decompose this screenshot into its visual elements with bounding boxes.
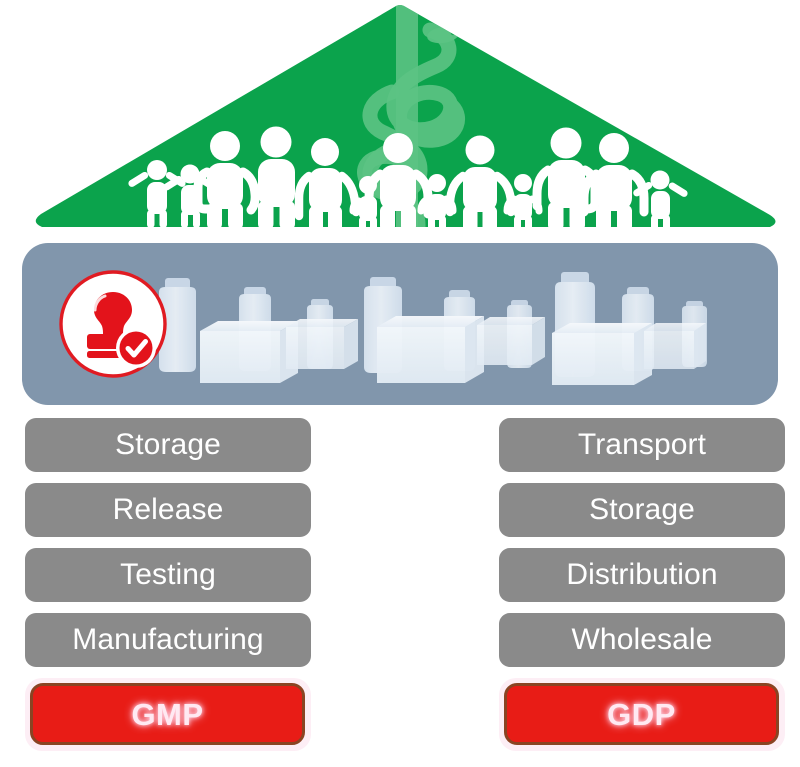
roof-graphic: [35, 5, 776, 227]
gmp-column: Storage Release Testing Manufacturing GM…: [25, 418, 311, 751]
gmp-foundation-glow: GMP: [25, 678, 311, 751]
gdp-foundation-label: GDP: [607, 696, 676, 732]
step-label: Distribution: [566, 558, 718, 591]
step-label: Storage: [115, 428, 221, 461]
person-adult-3: [294, 138, 361, 227]
quality-approval-stamp-icon: [59, 270, 167, 378]
step-label: Wholesale: [571, 623, 713, 656]
gmp-step-release[interactable]: Release: [25, 483, 311, 537]
carton: [200, 321, 298, 383]
gdp-foundation-box[interactable]: GDP: [504, 683, 779, 745]
medicinal-products-shelf: [22, 243, 778, 405]
gdp-foundation-glow: GDP: [499, 678, 785, 751]
step-label: Testing: [120, 558, 216, 591]
carton: [644, 323, 706, 369]
step-label: Manufacturing: [72, 623, 264, 656]
gmp-step-testing[interactable]: Testing: [25, 548, 311, 602]
person-adult-4: [364, 133, 433, 227]
bottle: [159, 278, 196, 372]
people-group: [128, 126, 688, 227]
step-label: Storage: [589, 493, 695, 526]
person-adult-2: [258, 126, 295, 227]
carton: [477, 317, 545, 365]
carton-row: [200, 316, 706, 385]
step-label: Transport: [577, 428, 707, 461]
gdp-step-transport[interactable]: Transport: [499, 418, 785, 472]
carton: [286, 319, 358, 369]
gdp-column: Transport Storage Distribution Wholesale…: [499, 418, 785, 751]
person-adult-1: [193, 131, 260, 227]
carton: [377, 316, 484, 383]
gdp-step-distribution[interactable]: Distribution: [499, 548, 785, 602]
gmp-step-storage[interactable]: Storage: [25, 418, 311, 472]
gdp-step-storage[interactable]: Storage: [499, 483, 785, 537]
gmp-foundation-box[interactable]: GMP: [30, 683, 305, 745]
carton: [552, 323, 652, 385]
person-adult-7: [579, 133, 649, 227]
pharmaceutical-goods-graphic: [159, 272, 707, 385]
step-label: Release: [112, 493, 224, 526]
check-badge-icon: [116, 328, 156, 368]
gmp-step-manufacturing[interactable]: Manufacturing: [25, 613, 311, 667]
person-child-1: [128, 160, 186, 227]
person-child-6: [633, 170, 688, 227]
gdp-step-wholesale[interactable]: Wholesale: [499, 613, 785, 667]
gmp-foundation-label: GMP: [131, 696, 204, 732]
